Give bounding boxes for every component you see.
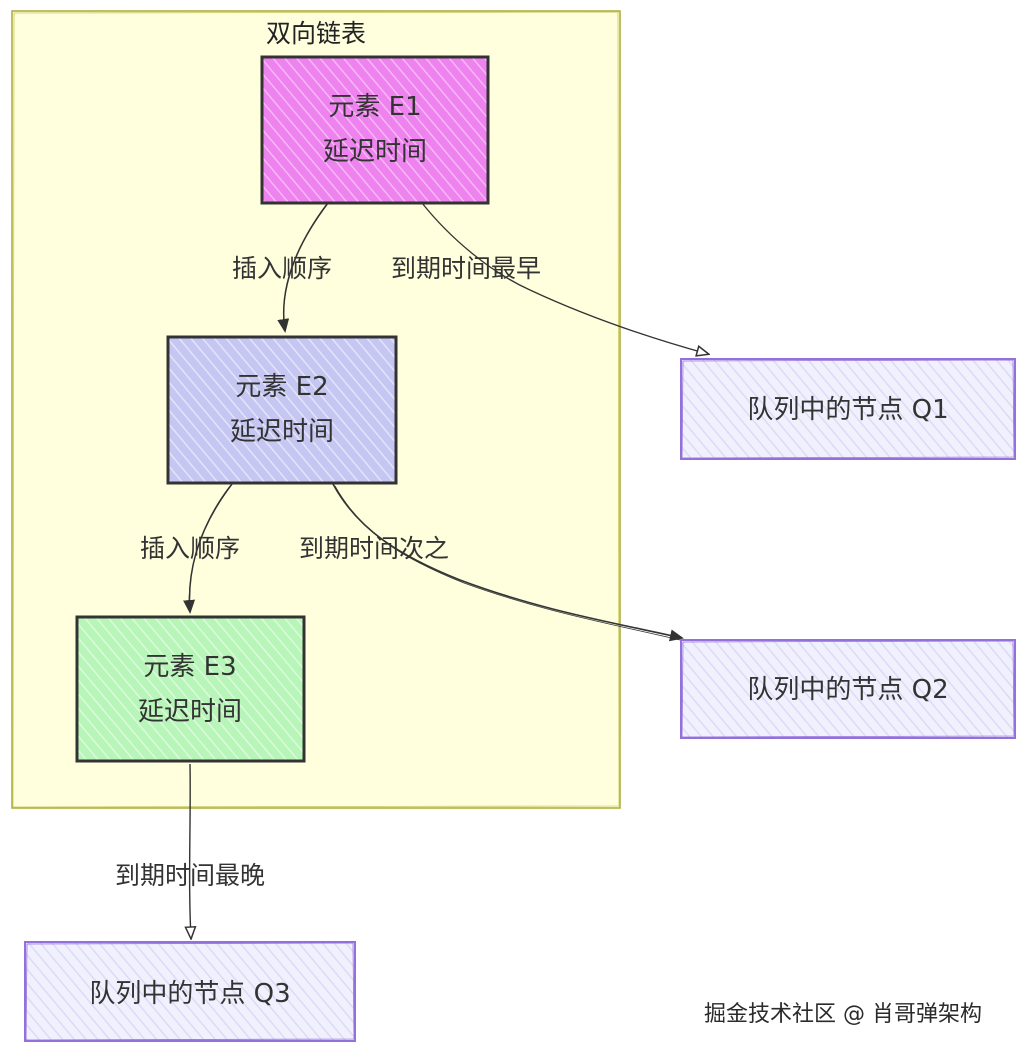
node-e2-box — [166, 335, 398, 485]
edge-e2-e3-sketch — [188, 485, 231, 611]
watermark: 掘金技术社区 @ 肖哥弹架构 — [704, 1002, 982, 1027]
node-e2: 元素 E2 延迟时间 — [166, 335, 398, 485]
node-q3-label: 队列中的节点 Q3 — [89, 979, 290, 1009]
edge-label-e2-e3: 插入顺序 — [140, 534, 240, 563]
edge-label-e1-e2: 插入顺序 — [232, 254, 332, 283]
edge-e3-q3 — [190, 763, 191, 938]
node-q2-box — [680, 639, 1016, 739]
node-e3-title: 元素 E3 — [143, 652, 236, 682]
node-e2-title: 元素 E2 — [235, 372, 328, 402]
linked-list-group-label: 双向链表 — [266, 19, 366, 48]
node-e1-subtitle: 延迟时间 — [323, 137, 427, 167]
node-e2-subtitle: 延迟时间 — [230, 417, 334, 447]
node-q1: 队列中的节点 Q1 — [680, 358, 1016, 460]
edges — [183, 202, 708, 938]
node-e1: 元素 E1 延迟时间 — [260, 55, 490, 205]
edge-labels: 插入顺序 到期时间最早 插入顺序 到期时间次之 到期时间最晚 — [115, 254, 541, 890]
edge-label-e1-q1: 到期时间最早 — [391, 254, 541, 283]
node-q2-label: 队列中的节点 Q2 — [747, 675, 948, 705]
edge-label-e2-q2: 到期时间次之 — [299, 534, 449, 563]
linked-list-group-sketch-line — [12, 11, 620, 808]
node-e3-box — [75, 615, 306, 763]
node-q3-sketch — [25, 942, 355, 1041]
edge-e1-e2-sketch — [283, 204, 327, 330]
edge-e2-q2-sketch — [334, 485, 681, 641]
node-e1-box — [260, 55, 490, 205]
node-q2: 队列中的节点 Q2 — [680, 639, 1016, 739]
node-e3-subtitle: 延迟时间 — [138, 697, 242, 727]
node-q2-sketch — [681, 640, 1015, 738]
edge-label-e3-q3: 到期时间最晚 — [115, 861, 265, 890]
node-e3: 元素 E3 延迟时间 — [75, 615, 306, 763]
node-q1-box — [680, 358, 1016, 460]
node-q3-box — [24, 941, 356, 1042]
node-e1-title: 元素 E1 — [328, 92, 421, 122]
node-q3: 队列中的节点 Q3 — [24, 941, 356, 1042]
edge-e1-q1 — [421, 202, 708, 354]
node-q1-label: 队列中的节点 Q1 — [747, 395, 948, 425]
node-q1-sketch — [681, 359, 1015, 459]
